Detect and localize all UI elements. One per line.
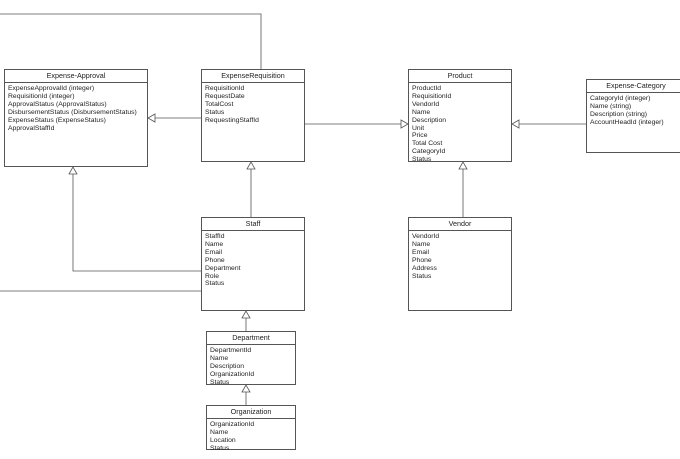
class-attribute: RequestingStaffId	[205, 116, 259, 124]
class-expense-category[interactable]: Expense-Category CategoryId (integer)Nam…	[586, 79, 680, 153]
class-attribute: Status	[205, 280, 225, 288]
generalization-arrow-icon	[241, 384, 251, 393]
class-attribute: RequisitionId (integer)	[8, 92, 75, 100]
generalization-arrow-icon	[400, 119, 409, 129]
edge-requisition-top	[0, 13, 262, 69]
class-attribute: DisbursementStatus (DisbursementStatus)	[8, 108, 137, 116]
class-title: Staff	[202, 218, 304, 231]
class-attribute: StaffId	[205, 233, 225, 240]
class-title: Product	[409, 70, 511, 83]
generalization-arrow-icon	[246, 161, 256, 170]
class-attribute: OrganizationId	[210, 421, 255, 428]
class-attribute: Total Cost	[412, 140, 443, 148]
class-attribute: Name	[205, 240, 224, 248]
class-attribute: RequisitionId	[412, 92, 452, 100]
class-attribute: ExpenseApprovalId (integer)	[8, 85, 95, 92]
class-attribute: Description	[210, 362, 244, 370]
class-attribute: VendorId	[412, 233, 440, 240]
class-attribute: Price	[412, 132, 428, 140]
class-title: Vendor	[409, 218, 511, 231]
class-attribute: ApprovalStatus (ApprovalStatus)	[8, 100, 107, 108]
class-attributes: ExpenseApprovalId (integer)RequisitionId…	[5, 83, 147, 132]
class-title: Department	[207, 332, 295, 345]
generalization-arrow-icon	[68, 166, 78, 175]
generalization-arrow-icon	[511, 119, 520, 129]
edge-staff-approval	[72, 174, 201, 272]
class-attribute: Name	[412, 240, 431, 248]
class-attribute: Name	[210, 354, 229, 362]
class-attribute: Status	[205, 108, 225, 116]
class-attribute: DepartmentId	[210, 347, 252, 354]
class-attribute: Status	[412, 272, 432, 280]
class-attribute: VendorId	[412, 100, 440, 108]
class-attribute: Unit	[412, 124, 425, 132]
class-attributes: CategoryId (integer)Name (string)Descrip…	[587, 93, 680, 127]
class-attribute: Status	[412, 156, 432, 164]
generalization-arrow-icon	[458, 161, 468, 170]
generalization-arrow-icon	[147, 113, 156, 123]
class-attribute: Name (string)	[590, 102, 632, 110]
class-attribute: RequisitionId	[205, 85, 245, 92]
class-attribute: Role	[205, 272, 219, 280]
class-attribute: Email	[412, 248, 429, 256]
class-attribute: Name	[412, 108, 431, 116]
class-attribute: Address	[412, 264, 437, 272]
class-attribute: CategoryId	[412, 148, 446, 156]
class-attribute: CategoryId (integer)	[590, 95, 651, 102]
class-attribute: ExpenseStatus (ExpenseStatus)	[8, 116, 106, 124]
generalization-arrow-icon	[241, 310, 251, 319]
class-expense-approval[interactable]: Expense-Approval ExpenseApprovalId (inte…	[4, 69, 148, 167]
class-attribute: TotalCost	[205, 100, 234, 108]
class-attribute: Phone	[412, 256, 432, 264]
class-attribute: AccountHeadId (integer)	[590, 118, 664, 126]
class-title: ExpenseRequisition	[202, 70, 304, 83]
class-title: Expense-Category	[587, 80, 680, 93]
class-attribute: Location	[210, 436, 236, 444]
class-attribute: Email	[205, 248, 222, 256]
class-attribute: ProductId	[412, 85, 442, 92]
class-attribute: Department	[205, 264, 241, 272]
class-attribute: RequestDate	[205, 92, 245, 100]
class-title: Organization	[207, 406, 295, 419]
class-attribute: Description	[412, 116, 446, 124]
class-attribute: OrganizationId	[210, 370, 255, 378]
class-attribute: ApprovalStaffId	[8, 124, 55, 132]
class-attribute: Description (string)	[590, 110, 648, 118]
class-attribute: Phone	[205, 256, 225, 264]
class-attribute: Status	[210, 378, 230, 386]
class-attribute: Status	[210, 444, 230, 452]
class-title: Expense-Approval	[5, 70, 147, 83]
class-attribute: Name	[210, 428, 229, 436]
